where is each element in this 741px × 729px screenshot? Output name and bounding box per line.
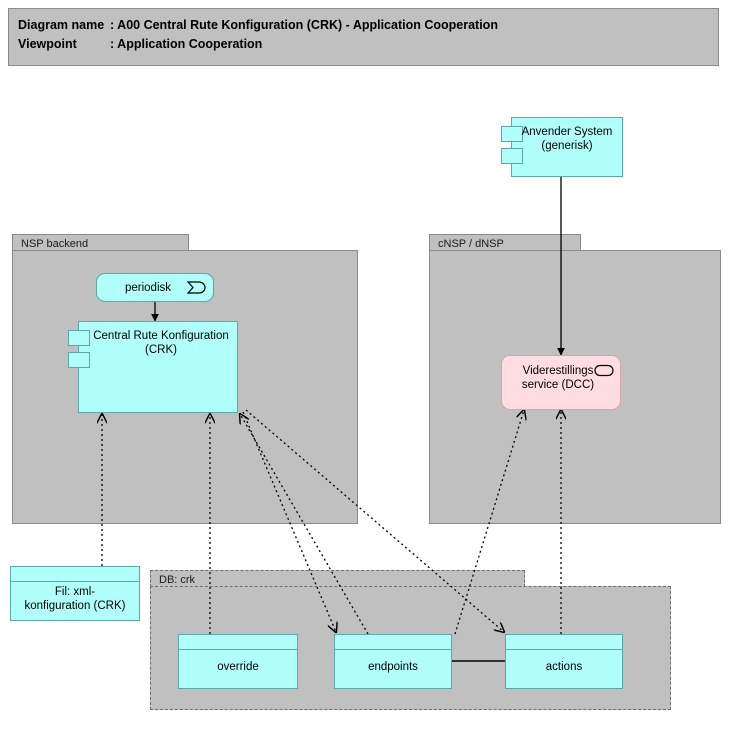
diagram-name-line: Diagram name : A00 Central Rute Konfigura…	[18, 16, 718, 35]
data-object-header-icon	[11, 567, 139, 582]
diagram-name-label: Diagram name	[18, 18, 105, 32]
node-viderestillings-service-label: Viderestillings service (DCC)	[521, 365, 595, 391]
diagram-title-block: Diagram name : A00 Central Rute Konfigura…	[8, 8, 719, 66]
group-nsp-backend-label: NSP backend	[12, 234, 189, 251]
node-viderestillings-service[interactable]: Viderestillings service (DCC)	[501, 355, 621, 410]
diagram-name-value: : A00 Central Rute Konfiguration (CRK) -…	[110, 18, 498, 32]
data-object-header-icon	[179, 635, 297, 650]
viewpoint-label: Viewpoint	[18, 37, 77, 51]
event-icon	[186, 281, 206, 294]
viewpoint-value: : Application Cooperation	[110, 37, 263, 51]
viewpoint-line: Viewpoint : Application Cooperation	[18, 35, 718, 54]
group-cnsp-dnsp-label: cNSP / dNSP	[429, 234, 581, 251]
node-override-label: override	[217, 661, 259, 673]
node-actions[interactable]: actions	[505, 634, 623, 689]
node-fil-xml-konfiguration[interactable]: Fil: xml- konfiguration (CRK)	[10, 566, 140, 621]
node-override[interactable]: override	[178, 634, 298, 689]
component-stub-lower-icon	[501, 148, 523, 164]
node-actions-label: actions	[545, 661, 583, 673]
data-object-header-icon	[506, 635, 622, 650]
node-central-rute-konfiguration-label: Central Rute Konfiguration (CRK)	[93, 330, 229, 356]
data-object-header-icon	[335, 635, 451, 650]
node-central-rute-konfiguration[interactable]: Central Rute Konfiguration (CRK)	[68, 321, 238, 413]
group-db-crk-label: DB: crk	[150, 570, 525, 587]
node-anvender-system-label: Anvender System (generisk)	[521, 126, 613, 152]
service-icon	[594, 364, 614, 377]
node-anvender-system[interactable]: Anvender System (generisk)	[501, 117, 623, 177]
component-stub-upper-icon	[68, 330, 90, 346]
node-periodisk-label: periodisk	[124, 282, 172, 294]
component-stub-lower-icon	[68, 352, 90, 368]
node-periodisk[interactable]: periodisk	[96, 273, 214, 302]
node-fil-xml-konfiguration-label: Fil: xml- konfiguration (CRK)	[24, 586, 126, 612]
node-endpoints[interactable]: endpoints	[334, 634, 452, 689]
node-endpoints-label: endpoints	[368, 661, 418, 673]
component-stub-upper-icon	[501, 126, 523, 142]
